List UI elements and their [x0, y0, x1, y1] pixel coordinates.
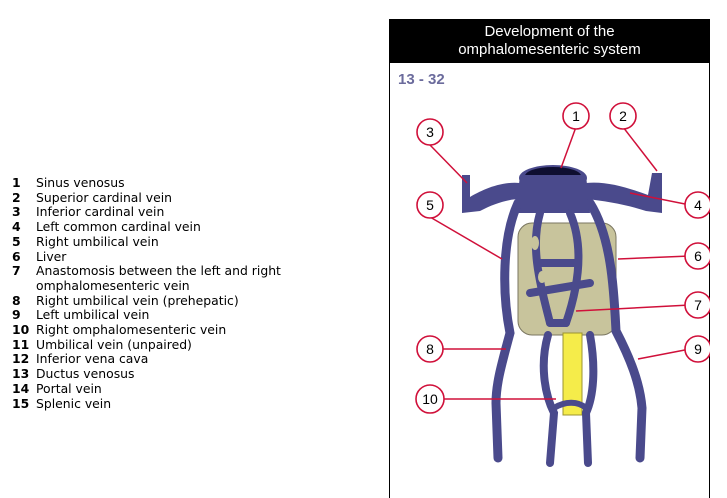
legend-label: Sinus venosus — [36, 176, 352, 191]
legend-label: Superior cardinal vein — [36, 191, 352, 206]
legend-label: Right umbilical vein — [36, 235, 352, 250]
callout-2-label: 2 — [619, 108, 627, 124]
callout-1: 1 — [563, 103, 589, 129]
legend-number: 2 — [12, 191, 36, 206]
legend-number: 6 — [12, 250, 36, 265]
left-omphalomesenteric-vein-shape — [586, 335, 593, 463]
legend-number: 3 — [12, 205, 36, 220]
panel-title: Development of the omphalomesenteric sys… — [390, 19, 709, 63]
legend-label: Right umbilical vein (prehepatic) — [36, 294, 352, 309]
legend-label: Inferior cardinal vein — [36, 205, 352, 220]
callout-9: 9 — [685, 336, 710, 362]
figure-panel: Development of the omphalomesenteric sys… — [389, 19, 710, 498]
common-cardinal-horns — [462, 175, 520, 213]
legend-number: 11 — [12, 338, 36, 353]
callout-7: 7 — [685, 292, 710, 318]
legend-number: 12 — [12, 352, 36, 367]
legend-number: 5 — [12, 235, 36, 250]
legend-label: Right omphalomesenteric vein — [36, 323, 352, 338]
callout-10: 10 — [416, 385, 444, 413]
right-umbilical-vein-shape — [496, 203, 518, 458]
panel-title-line1: Development of the — [390, 23, 709, 41]
legend-number: 10 — [12, 323, 36, 338]
callout-7-label: 7 — [694, 297, 702, 313]
callout-10-label: 10 — [422, 391, 438, 407]
legend-label: Umbilical vein (unpaired) — [36, 338, 352, 353]
callout-5-label: 5 — [426, 197, 434, 213]
legend-label: Left common cardinal vein — [36, 220, 352, 235]
legend-number: 1 — [12, 176, 36, 191]
panel-title-line2: omphalomesenteric system — [390, 41, 709, 59]
callout-2: 2 — [610, 103, 636, 129]
legend-label: Liver — [36, 250, 352, 265]
legend-number: 13 — [12, 367, 36, 382]
callout-8: 8 — [417, 336, 443, 362]
callout-6-label: 6 — [694, 248, 702, 264]
legend-number: 15 — [12, 397, 36, 412]
legend-number: 9 — [12, 308, 36, 323]
callout-3: 3 — [417, 119, 443, 145]
omphalomesenteric-diagram: 1 2 3 4 5 6 7 8 — [390, 63, 710, 498]
sinus-body — [516, 175, 590, 213]
legend-label: Ductus venosus — [36, 367, 352, 382]
callout-8-label: 8 — [426, 341, 434, 357]
legend-label: Splenic vein — [36, 397, 352, 412]
legend-label: Portal vein — [36, 382, 352, 397]
callout-9-label: 9 — [694, 341, 702, 357]
callout-3-label: 3 — [426, 124, 434, 140]
legend-number: 14 — [12, 382, 36, 397]
legend-label: Anastomosis between the left and right o… — [36, 264, 352, 293]
callout-5: 5 — [417, 192, 443, 218]
callout-4-label: 4 — [694, 197, 702, 213]
legend-number: 4 — [12, 220, 36, 235]
callout-6: 6 — [685, 243, 710, 269]
legend-number: 7 — [12, 264, 36, 293]
legend-number: 8 — [12, 294, 36, 309]
callout-4: 4 — [685, 192, 710, 218]
legend-label: Inferior vena cava — [36, 352, 352, 367]
legend-label: Left umbilical vein — [36, 308, 352, 323]
callout-1-label: 1 — [572, 108, 580, 124]
